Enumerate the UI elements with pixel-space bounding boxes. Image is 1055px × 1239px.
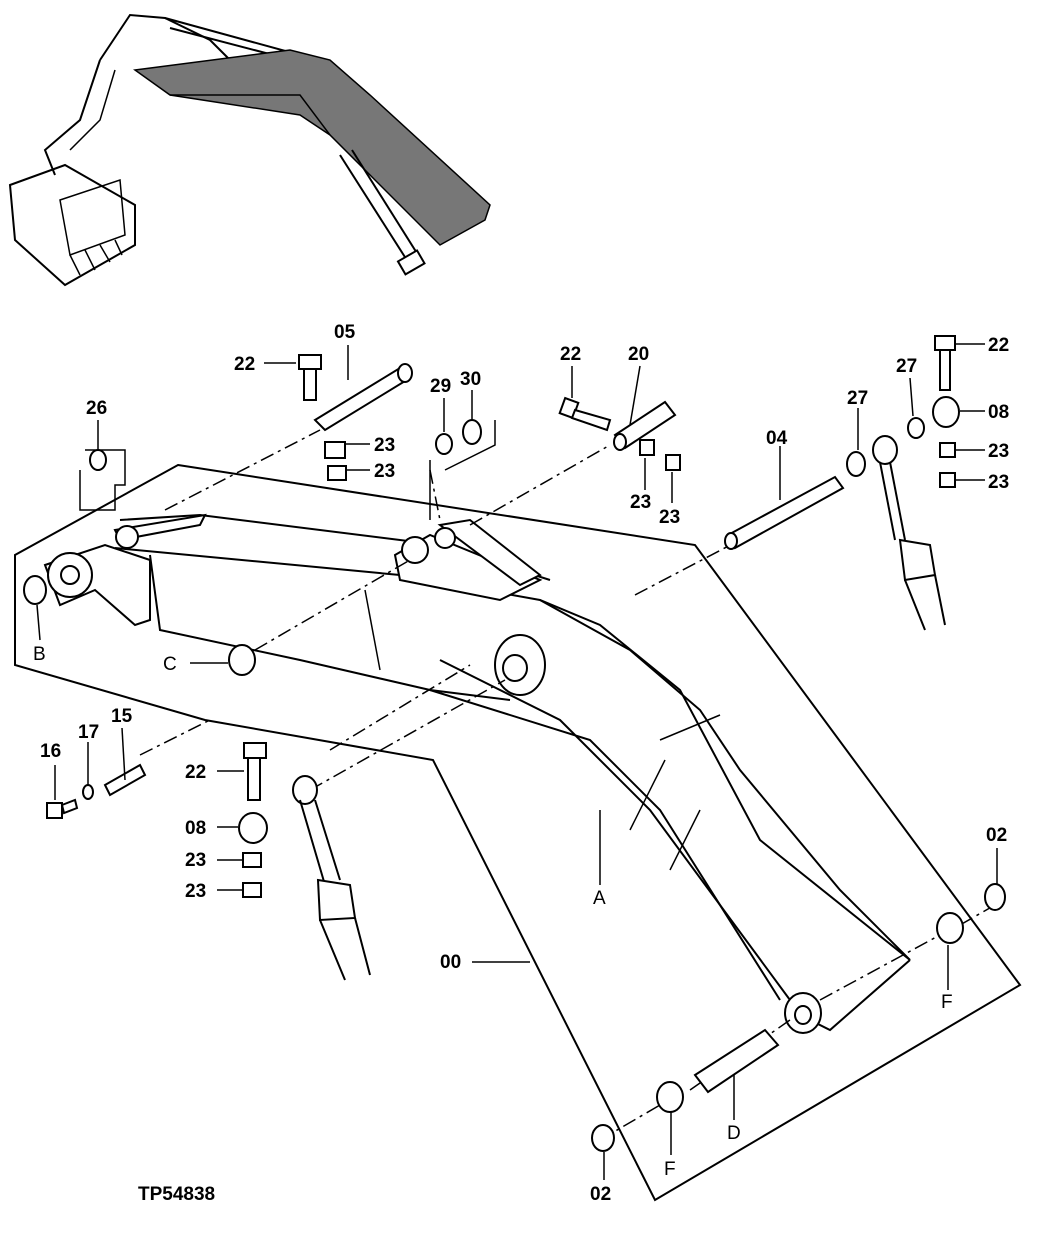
callout-23-g: 23 bbox=[185, 850, 206, 871]
callout-02-right: 02 bbox=[986, 825, 1007, 846]
boom-group-outline bbox=[14, 463, 1022, 1202]
callout-29: 29 bbox=[430, 376, 451, 397]
callout-22-upper-right: 22 bbox=[988, 335, 1009, 356]
callout-23-e: 23 bbox=[630, 492, 651, 513]
small-parts bbox=[23, 396, 1006, 1152]
callout-27-upper: 27 bbox=[896, 356, 917, 377]
pin-04 bbox=[724, 475, 845, 550]
callout-23-h: 23 bbox=[185, 881, 206, 902]
boom-cylinder-right bbox=[872, 435, 946, 631]
boom-highlight bbox=[133, 49, 491, 246]
callout-23-b: 23 bbox=[374, 461, 395, 482]
bolt-22-lower bbox=[243, 742, 267, 801]
callout-F-bottom: F bbox=[664, 1159, 676, 1180]
callout-C: C bbox=[163, 654, 177, 675]
callout-A: A bbox=[593, 888, 606, 909]
boom-cylinder-left bbox=[292, 775, 371, 981]
callout-08-upper: 08 bbox=[988, 402, 1009, 423]
boom-body bbox=[43, 513, 911, 1034]
callout-15: 15 bbox=[111, 706, 133, 727]
callout-04: 04 bbox=[766, 428, 788, 449]
bolt-22-upper-left bbox=[298, 354, 322, 401]
callout-17: 17 bbox=[78, 722, 99, 743]
callout-D: D bbox=[727, 1123, 741, 1144]
callout-22-upper-center: 22 bbox=[560, 344, 581, 365]
callout-02-bottom: 02 bbox=[590, 1184, 611, 1205]
leader-lines bbox=[36, 343, 998, 1180]
callout-26: 26 bbox=[86, 398, 107, 419]
callout-00: 00 bbox=[440, 952, 461, 973]
callout-05: 05 bbox=[334, 322, 356, 343]
callout-20: 20 bbox=[628, 344, 649, 365]
callout-22-upper-left: 22 bbox=[234, 354, 255, 375]
pin-20 bbox=[613, 400, 677, 451]
callout-23-a: 23 bbox=[374, 435, 395, 456]
callout-08-lower: 08 bbox=[185, 818, 206, 839]
callout-30: 30 bbox=[460, 369, 481, 390]
bolt-22-upper-right bbox=[934, 335, 956, 391]
callout-23-d: 23 bbox=[988, 472, 1009, 493]
callout-B: B bbox=[33, 644, 46, 665]
callout-23-c: 23 bbox=[988, 441, 1009, 462]
callout-16: 16 bbox=[40, 741, 61, 762]
excavator-inset-illustration bbox=[8, 13, 491, 287]
callout-23-f: 23 bbox=[659, 507, 680, 528]
figure-reference: TP54838 bbox=[138, 1184, 215, 1205]
callout-F-right: F bbox=[941, 992, 953, 1013]
pin-05 bbox=[313, 363, 413, 432]
callout-27-lower: 27 bbox=[847, 388, 868, 409]
bolt-22-upper-center bbox=[558, 396, 612, 432]
callout-22-lower: 22 bbox=[185, 762, 206, 783]
